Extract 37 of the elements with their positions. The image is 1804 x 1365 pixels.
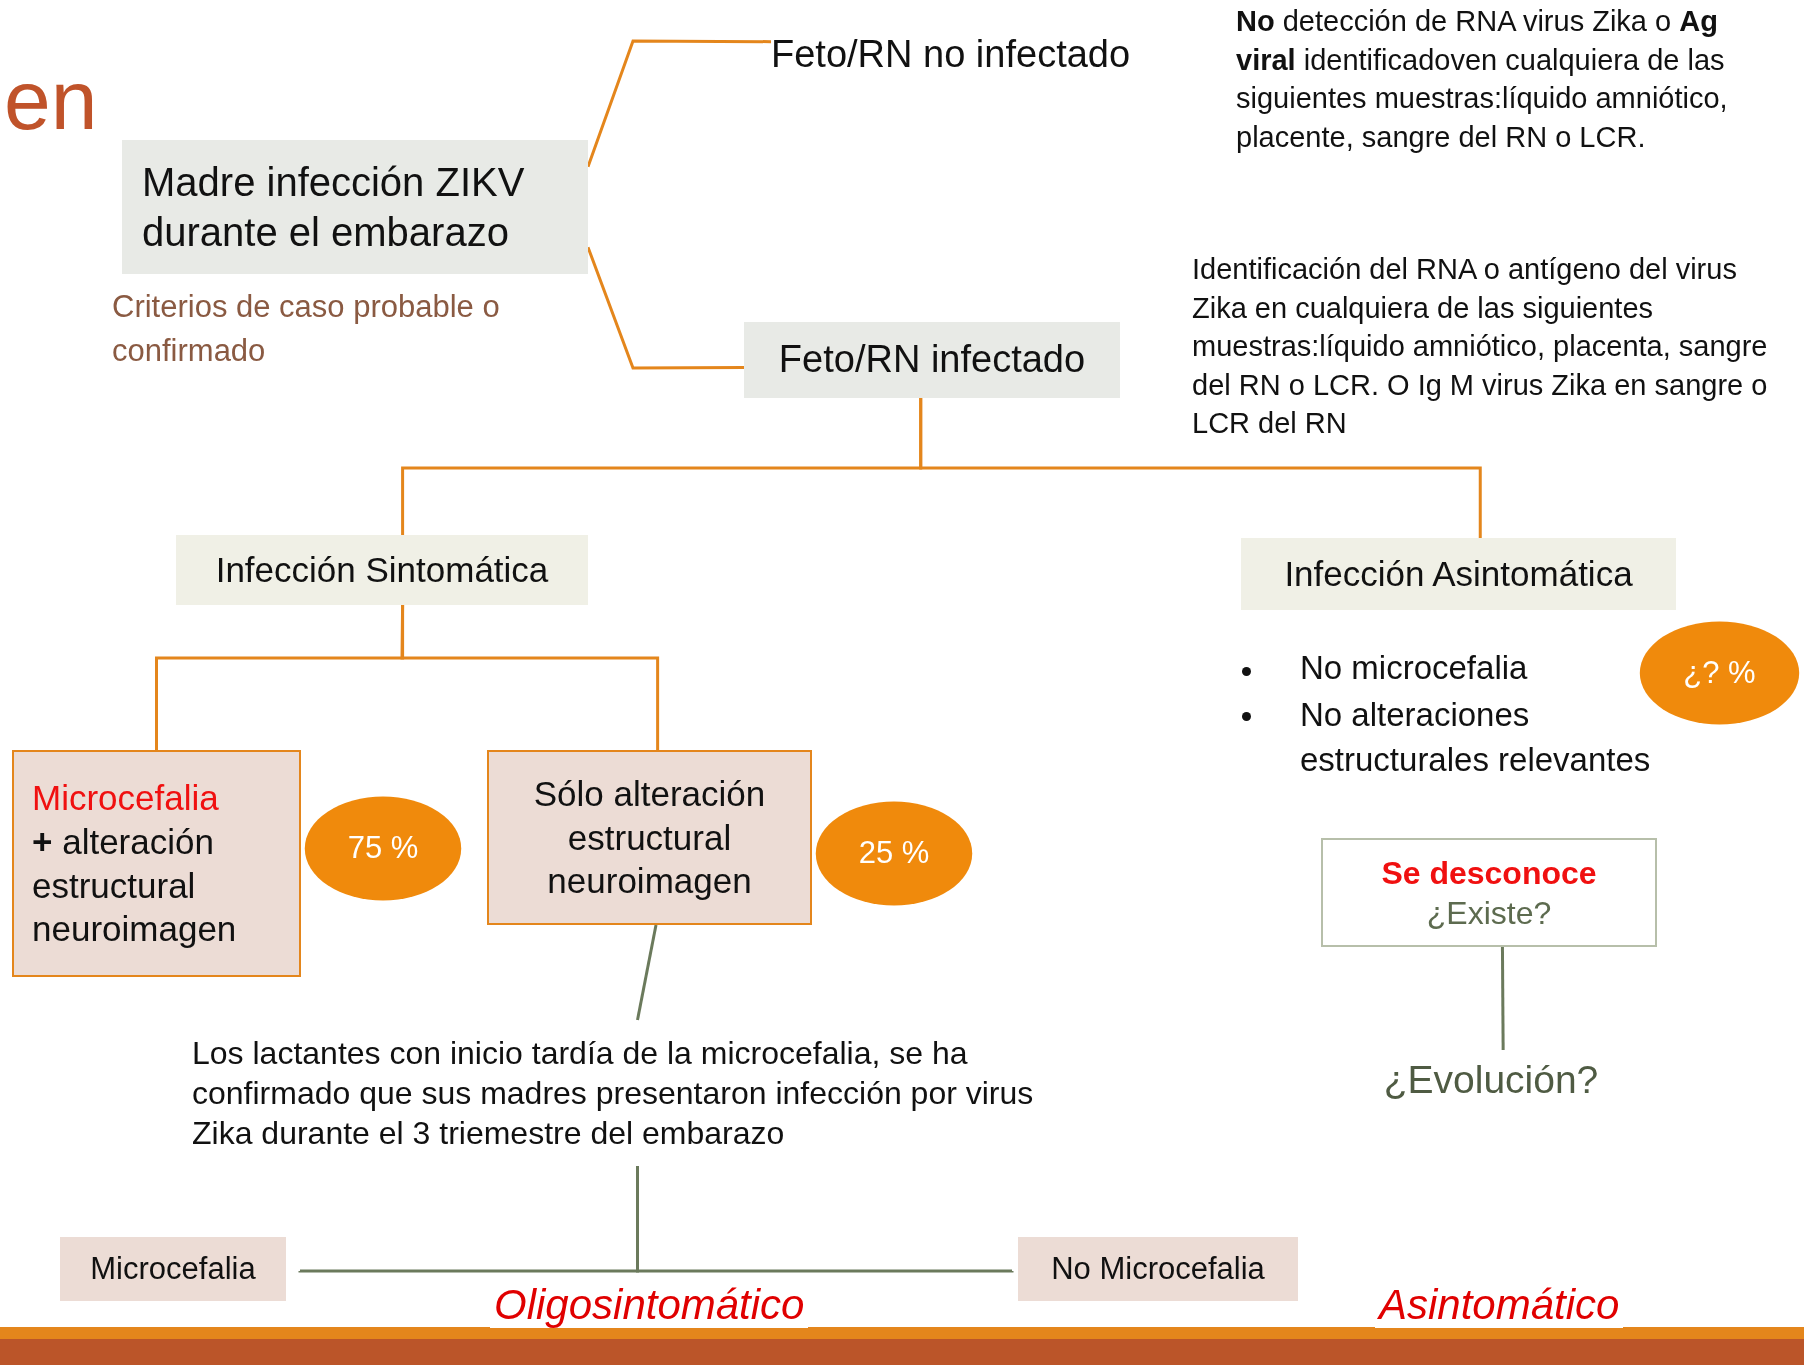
outcome-box (60, 1237, 286, 1301)
note-text: No microcefalia (1300, 648, 1528, 688)
connector-line (1500, 947, 1505, 1050)
outcome-box (487, 750, 812, 925)
connector-line (636, 1166, 1014, 1273)
node-text: Feto/RN no infectado (771, 32, 1132, 78)
note-text: No alteraciones estructurales relevantes (1300, 695, 1652, 780)
node-text: Microcefalia (32, 777, 220, 819)
node-text: ¿Evolución? (1382, 1056, 1600, 1103)
outcome-box (1018, 1237, 1298, 1301)
node-text: No Microcefalia (1050, 1249, 1266, 1288)
process-box (122, 140, 588, 274)
note-box (1321, 838, 1657, 947)
node-text: Infección Asintomática (1283, 553, 1634, 596)
process-box (744, 322, 1120, 398)
outcome-box (12, 750, 301, 977)
node-text: Infección Sintomática (214, 549, 550, 592)
category-box (176, 535, 588, 605)
percentage-text: 25 % (857, 834, 931, 873)
category-box (1241, 538, 1676, 610)
caption-text: Criterios de caso probable o confirmado (112, 288, 501, 370)
percentage-text: ¿? % (1682, 653, 1757, 692)
node-text: Feto/RN infectado (777, 337, 1087, 383)
node-text: Los lactantes con inicio tardía de la microcefalia, se ha confirmado que sus madres presentaron infección por virus Zika durante el 3 triemestre del embarazo (192, 1034, 1035, 1153)
note-text: No detección de RNA virus Zika o Ag viral identificadoven cualquiera de las siguientes muestras:líquido amniótico, placente, sangre del RN o LCR. (1236, 4, 1729, 155)
node-text: Se desconoce (1380, 853, 1598, 893)
connector-line (636, 924, 658, 1021)
connector-line (919, 398, 1482, 538)
node-text: Madre infección ZIKV durante el embarazo (142, 159, 526, 256)
node-text: + alteración estructural neuroimagen (32, 820, 238, 951)
node-text: Microcefalia (89, 1249, 257, 1288)
connector-line (400, 605, 660, 750)
percentage-text: 75 % (346, 829, 420, 868)
note-text: Identificación del RNA o antígeno del virus Zika en cualquiera de las siguientes muestras:líquido amniótico, placenta, sangre del RN o LCR. O Ig M virus Zika en sangre o LCR del RN (1192, 252, 1769, 442)
title-fragment: en (4, 58, 98, 142)
node-text: Sólo alteración estructural neuroimagen (532, 772, 767, 903)
node-text: ¿Existe? (1425, 893, 1553, 933)
